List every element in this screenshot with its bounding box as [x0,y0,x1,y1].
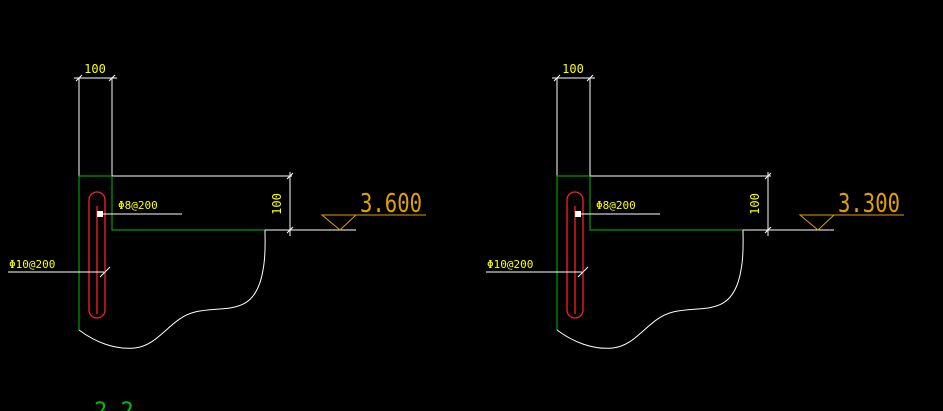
section-label: 2-2 [94,399,134,411]
side-dimension-value: 100 [270,193,284,215]
top-dimension-tick-left [75,74,83,82]
section-detail-right: 100 100 Φ8@200 Φ10@200 3.300 [486,62,904,349]
main-bar-leader-tick [577,266,589,278]
break-line [78,229,266,349]
side-dimension-tick-top [286,172,294,180]
top-dimension-tick-left [553,74,561,82]
rebar-stirrup [88,191,106,319]
stirrup-label: Φ8@200 [596,199,636,212]
side-dimension-tick-bottom [286,226,294,234]
side-dimension-tick-top [764,172,772,180]
top-dimension-tick-right [108,74,116,82]
elevation-value: 3.600 [360,189,422,219]
main-bar-label: Φ10@200 [487,258,533,271]
main-bar-label: Φ10@200 [9,258,55,271]
top-dimension-value: 100 [562,62,584,76]
top-dimension-tick-right [586,74,594,82]
side-dimension-value: 100 [748,193,762,215]
elevation-marker-triangle [320,214,358,231]
elevation-value: 3.300 [838,189,900,219]
top-dimension-value: 100 [84,62,106,76]
section-outline [556,175,590,330]
break-line [556,229,744,349]
section-outline-inner [589,176,743,231]
section-outline-inner [111,176,265,231]
main-bar-leader-tick [99,266,111,278]
section-detail-left: 100 100 Φ8@200 Φ10@200 3.600 [8,62,426,349]
rebar-stirrup [566,191,584,319]
elevation-marker-triangle [798,214,836,231]
section-outline [78,175,112,330]
side-dimension-tick-bottom [764,226,772,234]
stirrup-label: Φ8@200 [118,199,158,212]
